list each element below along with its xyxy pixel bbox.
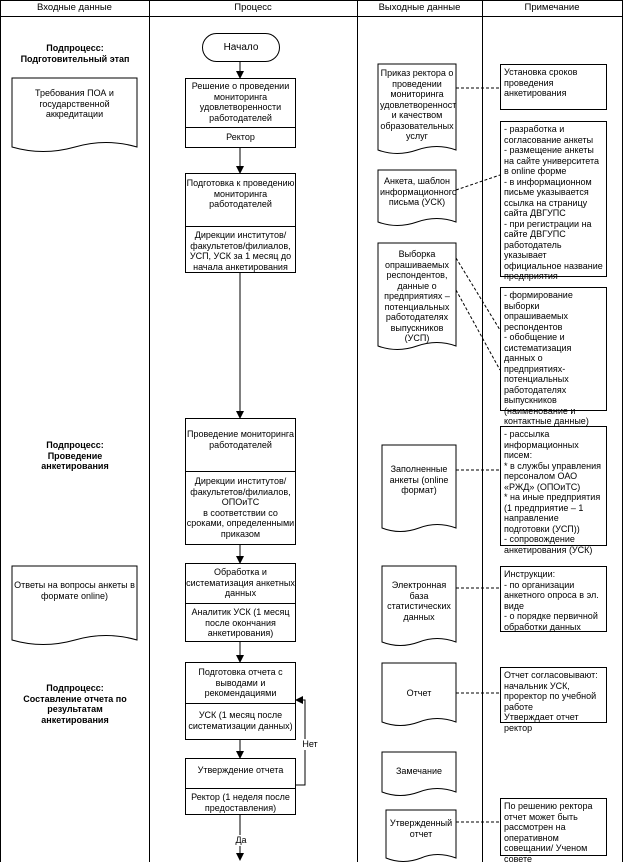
output-rector-order: Приказ ректора о проведении мониторинга … bbox=[380, 68, 457, 141]
output-approved-report: Утвержденный отчет bbox=[389, 818, 453, 839]
process-title: Подготовка к проведению мониторинга рабо… bbox=[186, 178, 295, 209]
note-questionnaire-steps: - разработка и согласование анкеты - раз… bbox=[500, 121, 607, 281]
column-divider bbox=[482, 0, 483, 862]
column-header-notes: Примечание bbox=[524, 2, 580, 13]
header-top-border bbox=[0, 0, 623, 1]
note-instructions: Инструкции: - по организации анкетного о… bbox=[500, 566, 607, 632]
process-title: Утверждение отчета bbox=[197, 765, 284, 775]
input-doc-shape bbox=[11, 77, 138, 152]
process-actor: УСК (1 месяц после систематизации данных… bbox=[186, 703, 295, 731]
decision-no-label: Нет bbox=[298, 739, 322, 750]
input-survey-answers: Ответы на вопросы анкеты в формате onlin… bbox=[14, 580, 135, 601]
input-requirements: Требования ПОА и государственной аккреди… bbox=[35, 88, 114, 119]
column-divider bbox=[0, 0, 1, 862]
note-mailing: - рассылка информационных писем: * в слу… bbox=[500, 426, 607, 555]
output-doc-shape bbox=[385, 809, 457, 862]
output-doc-shape bbox=[381, 751, 457, 796]
process-title: Проведение мониторинга работодателей bbox=[186, 429, 295, 450]
output-filled-forms: Заполненные анкеты (online формат) bbox=[389, 464, 449, 495]
process-title: Подготовка отчета с выводами и рекоменда… bbox=[198, 667, 283, 698]
process-box-conduct: Проведение мониторинга работодателей Дир… bbox=[185, 418, 296, 545]
header-bottom-border bbox=[0, 16, 623, 17]
subprocess-label-preparation: Подпроцесс: Подготовительный этап bbox=[20, 43, 130, 64]
output-doc-shape bbox=[381, 565, 457, 646]
subprocess-label-survey: Подпроцесс: Проведение анкетирования bbox=[41, 440, 109, 471]
output-doc-shape bbox=[377, 63, 457, 154]
note-deadlines: Установка сроков проведения анкетировани… bbox=[500, 64, 607, 110]
note-rector-decision: По решению ректора отчет может быть расс… bbox=[500, 798, 607, 864]
column-divider bbox=[149, 0, 150, 862]
process-box-report: Подготовка отчета с выводами и рекоменда… bbox=[185, 662, 296, 740]
process-actor: Аналитик УСК (1 месяц после окончания ан… bbox=[186, 603, 295, 639]
column-header-inputs: Входные данные bbox=[37, 2, 112, 13]
start-terminator: Начало bbox=[202, 33, 280, 62]
output-questionnaire: Анкета, шаблон информационного письма (У… bbox=[380, 176, 457, 207]
process-box-approval: Утверждение отчета Ректор (1 неделя посл… bbox=[185, 758, 296, 815]
process-actor: Дирекции институтов/ факультетов/филиало… bbox=[186, 226, 295, 272]
output-doc-shape bbox=[381, 444, 457, 532]
output-doc-shape bbox=[377, 169, 457, 226]
process-box-preparation: Подготовка к проведению мониторинга рабо… bbox=[185, 173, 296, 273]
input-doc-shape bbox=[11, 565, 138, 645]
column-header-outputs: Выходные данные bbox=[378, 2, 461, 13]
process-title: Обработка и систематизация анкетных данн… bbox=[186, 567, 295, 598]
note-sampling: - формирование выборки опрашиваемых респ… bbox=[500, 287, 607, 426]
output-remark: Замечание bbox=[395, 766, 443, 776]
output-respondents: Выборка опрашиваемых респондентов, данны… bbox=[384, 249, 450, 343]
process-title: Решение о проведении мониторинга удовлет… bbox=[191, 81, 290, 123]
output-doc-shape bbox=[381, 662, 457, 726]
output-database: Электронная база статистических данных bbox=[387, 580, 451, 622]
process-actor: Ректор bbox=[186, 127, 295, 143]
decision-yes-label: Да bbox=[231, 835, 251, 846]
output-report: Отчет bbox=[406, 688, 432, 698]
process-box-processing: Обработка и систематизация анкетных данн… bbox=[185, 563, 296, 642]
column-header-process: Процесс bbox=[234, 2, 272, 13]
process-actor: Ректор (1 неделя после предоставления) bbox=[186, 788, 295, 813]
note-report-approval: Отчет согласовывают: начальник УСК, прор… bbox=[500, 667, 607, 733]
process-actor: Дирекции институтов/ факультетов/филиало… bbox=[186, 471, 295, 539]
process-box-decision: Решение о проведении мониторинга удовлет… bbox=[185, 78, 296, 148]
output-doc-shape bbox=[377, 242, 457, 350]
column-divider bbox=[357, 0, 358, 862]
subprocess-label-report: Подпроцесс: Составление отчета по резуль… bbox=[23, 683, 127, 725]
